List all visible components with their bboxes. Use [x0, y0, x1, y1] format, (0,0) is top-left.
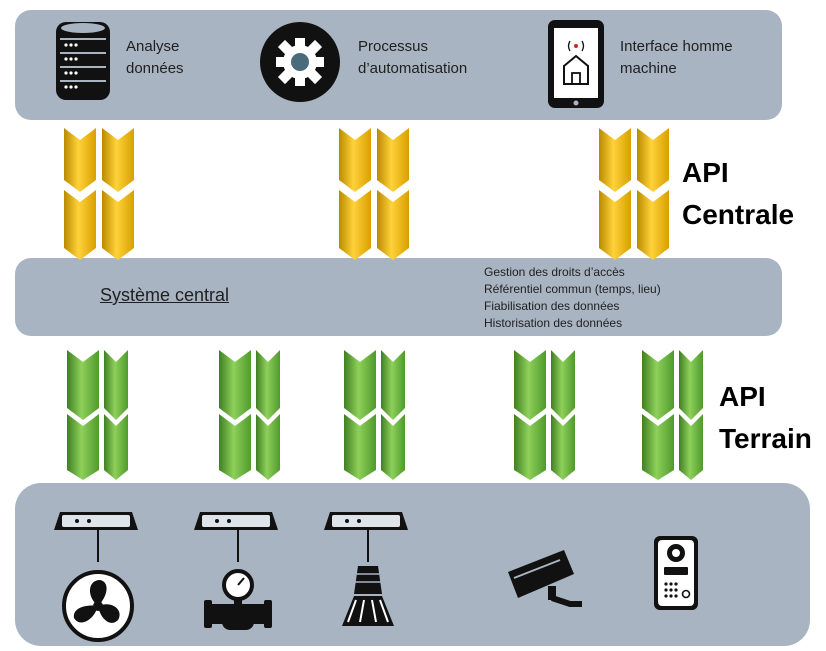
api-centrale-connector-3: [599, 128, 669, 260]
top-item-ihm: Interface homme machine: [620, 36, 733, 80]
light-fixture-icon: [342, 566, 394, 626]
top-item-automatisation: Processus d’automatisation: [358, 36, 467, 80]
api-terrain-connector-1: [67, 350, 128, 480]
fan-icon: [62, 570, 134, 642]
api-centrale-connector-1: [64, 128, 134, 260]
database-icon: [56, 22, 110, 100]
api-centrale-line2: Centrale: [682, 199, 795, 230]
security-camera-icon: [508, 550, 582, 607]
gateway-icon: [54, 512, 138, 562]
api-terrain-connector-3: [344, 350, 405, 480]
api-terrain-connector-2: [219, 350, 280, 480]
api-centrale-line1: API: [682, 157, 729, 188]
api-terrain-connector-4: [514, 350, 575, 480]
top-item-line1: Analyse: [126, 38, 180, 55]
api-terrain-label: API Terrain: [719, 376, 812, 460]
central-system-panel: [15, 258, 782, 336]
responsibility-item: Référentiel commun (temps, lieu): [484, 282, 661, 296]
responsibility-list: Gestion des droits d’accès Référentiel c…: [484, 264, 661, 332]
top-item-analyse: Analyse données: [126, 36, 184, 80]
responsibility-item: Fiabilisation des données: [484, 299, 620, 313]
api-centrale-connector-2: [339, 128, 409, 260]
top-item-line1: Interface homme: [620, 38, 733, 55]
intercom-icon: [654, 536, 698, 610]
top-item-line2: données: [126, 60, 184, 77]
top-item-line2: machine: [620, 60, 677, 77]
api-terrain-connector-5: [642, 350, 703, 480]
top-item-line1: Processus: [358, 38, 429, 55]
smartphone-home-icon: [548, 20, 604, 108]
gateway-icon: [194, 512, 278, 562]
central-system-title: Système central: [100, 285, 230, 305]
gateway-icon: [324, 512, 408, 562]
applications-panel: [15, 10, 782, 120]
responsibility-item: Historisation des données: [484, 316, 623, 330]
gear-icon: [260, 22, 340, 102]
top-item-line2: d’automatisation: [358, 60, 468, 77]
api-centrale-label: API Centrale: [682, 152, 794, 236]
valve-meter-icon: [204, 569, 272, 630]
responsibility-item: Gestion des droits d’accès: [484, 265, 625, 279]
api-terrain-line1: API: [719, 381, 766, 412]
api-terrain-line2: Terrain: [719, 423, 812, 454]
